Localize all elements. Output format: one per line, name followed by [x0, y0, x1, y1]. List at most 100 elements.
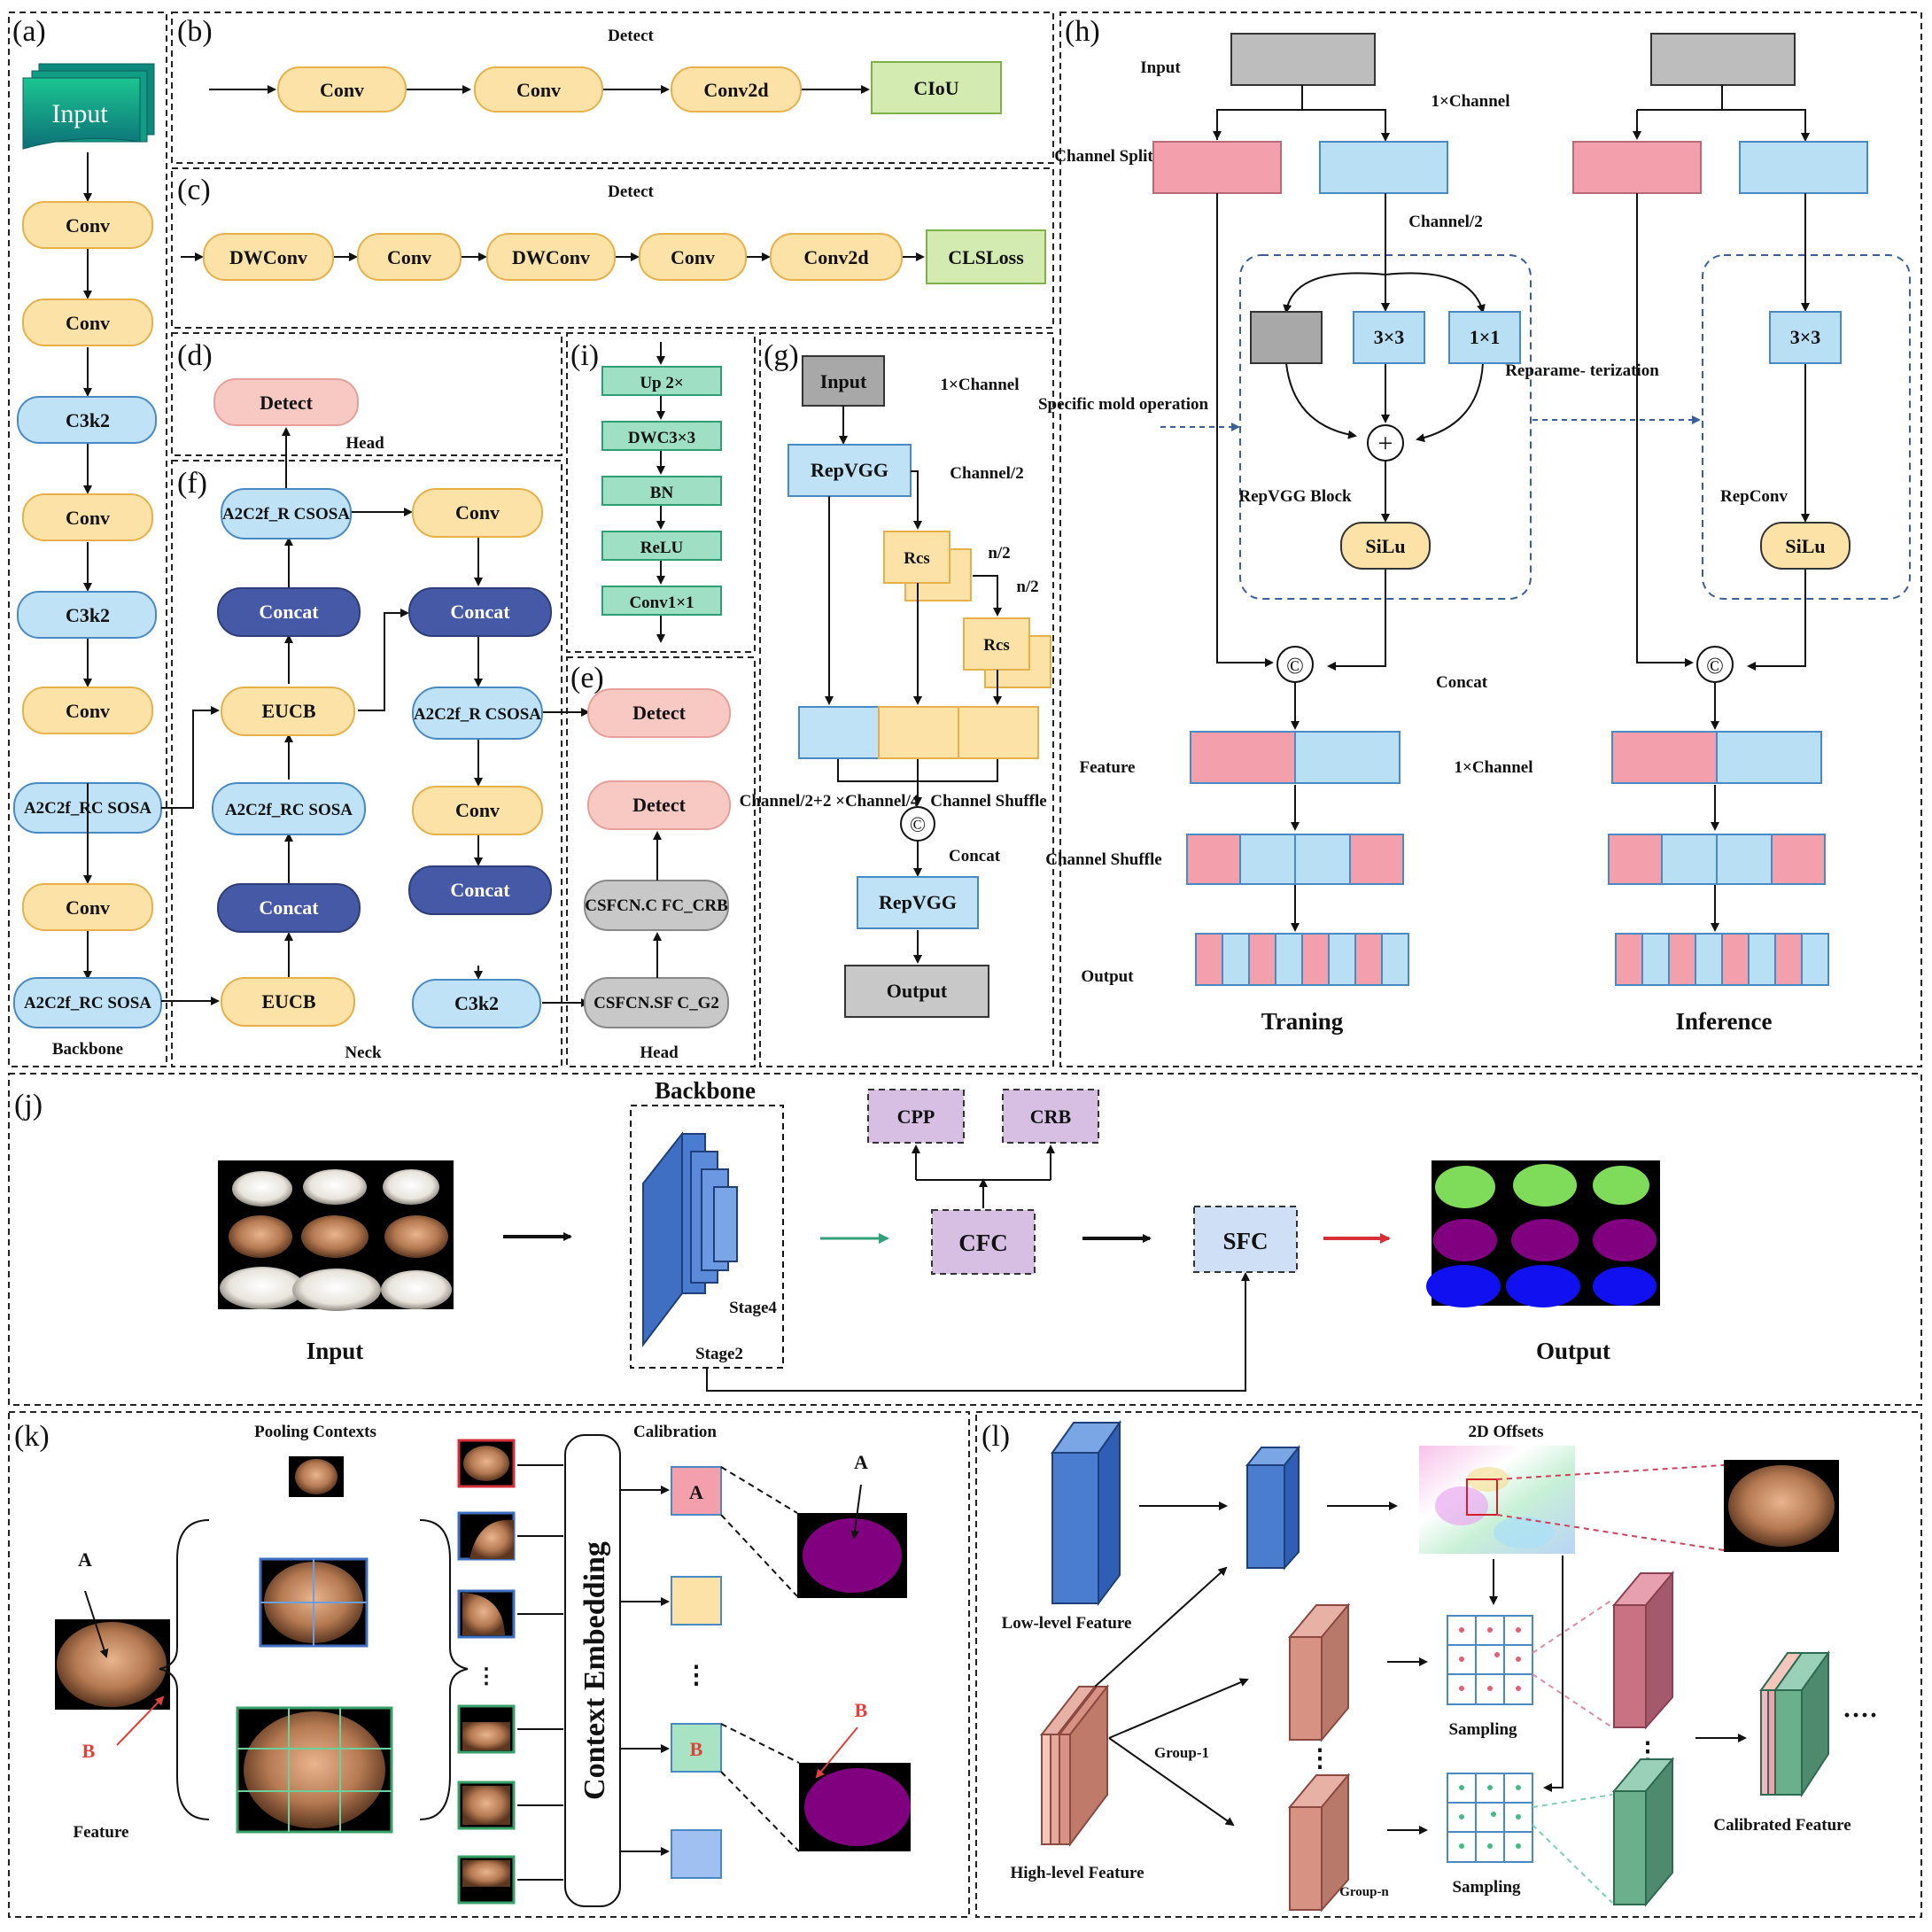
- panel-b: Detect Conv Conv Conv2d CIoU: [209, 27, 1002, 114]
- panel-h-inference: Inference: [1676, 1008, 1773, 1035]
- panel-l-high: High-level Feature: [1010, 1864, 1144, 1882]
- panel-g-rcs: Rcs: [983, 636, 1010, 655]
- panel-tag-e: (e): [570, 662, 604, 694]
- panel-c-node: Conv2d: [803, 246, 868, 268]
- panel-j-sfc: SFC: [1222, 1228, 1268, 1254]
- backbone-stage-blocks: [642, 1131, 738, 1347]
- neck-node: EUCB: [261, 990, 315, 1013]
- panel-j-crb: CRB: [1030, 1106, 1072, 1128]
- backbone-node: Conv: [66, 896, 110, 919]
- panel-h-k3: 3×3: [1790, 326, 1821, 348]
- panel-h-silu: SiLu: [1785, 535, 1825, 557]
- panel-g-left-label: Channel/2+2 ×Channel/4: [740, 792, 919, 811]
- panel-tag-l: (l): [982, 1420, 1010, 1453]
- backbone-input-label: Input: [51, 99, 108, 128]
- neck-node: EUCB: [261, 700, 315, 722]
- group-1-block: [1287, 1602, 1351, 1742]
- backbone-node: C3k2: [66, 604, 110, 626]
- panel-l-sampling: Sampling: [1452, 1878, 1521, 1897]
- panel-l-sampling: Sampling: [1448, 1720, 1517, 1739]
- neck-node: Conv: [455, 799, 500, 821]
- panel-h-channel-split: Channel Split: [1054, 147, 1153, 166]
- panel-e-node: CSFCN.C FC_CRB: [585, 896, 728, 915]
- panel-j-output: Output: [1536, 1338, 1610, 1364]
- panel-c-node: DWConv: [512, 246, 590, 268]
- input-egg-image: [218, 1160, 454, 1311]
- panel-h-k1: 1×1: [1470, 326, 1501, 348]
- panel-i-node: Conv1×1: [629, 594, 694, 612]
- panel-g-concat: Concat: [949, 847, 1001, 865]
- backbone-node: C3k2: [66, 409, 110, 431]
- neck-node: A2C2f_RC SOSA: [225, 801, 353, 819]
- panel-j-cfc: CFC: [958, 1230, 1008, 1256]
- panel-g: Input 1×Channel RepVGG Channel/2 Rcs n/2…: [740, 355, 1051, 1018]
- panel-l-low: Low-level Feature: [1002, 1614, 1132, 1633]
- panel-j-stage2: Stage2: [695, 1345, 743, 1363]
- panel-tags: (a) (b) (c) (d) (f) (i) (e) (g) (h) (j) …: [12, 15, 1100, 1453]
- context-patches: ⋮: [457, 1439, 516, 1905]
- panel-h-one-channel: 1×Channel: [1455, 758, 1533, 777]
- panel-tag-a: (a): [12, 15, 46, 48]
- neck-node: Conv: [455, 501, 500, 524]
- backbone-caption: Backbone: [52, 1040, 123, 1059]
- panel-b-node: Conv: [320, 79, 364, 101]
- panel-d-detect: Detect: [260, 392, 314, 414]
- panel-h-one-channel: 1×Channel: [1432, 92, 1510, 111]
- neck-node: A2C2f_R CSOSA: [414, 705, 541, 724]
- svg-text:+: +: [1378, 429, 1393, 458]
- panel-h-reparam: Reparame- terization: [1505, 361, 1659, 380]
- panel-k-calibration: Calibration: [633, 1423, 717, 1441]
- panel-k-b: B: [690, 1738, 703, 1760]
- panel-e: Detect Detect CSFCN.C FC_CRB CSFCN.SF C_…: [584, 688, 731, 1062]
- panel-g-n2: n/2: [1016, 578, 1038, 596]
- panel-c-node: DWConv: [229, 246, 307, 268]
- backbone-nodes: Conv Conv C3k2 Conv C3k2 Conv A2C2f_RC S…: [13, 201, 162, 1028]
- panel-h-silu: SiLu: [1365, 535, 1405, 557]
- backbone-node: Conv: [66, 312, 110, 334]
- panel-tag-h: (h): [1065, 15, 1100, 48]
- offset-map-image: [1419, 1446, 1575, 1554]
- svg-text:⋮: ⋮: [684, 1662, 709, 1689]
- panel-g-repvgg: RepVGG: [811, 459, 888, 481]
- panel-k-a: A: [78, 1548, 92, 1571]
- neck-node: C3k2: [454, 992, 499, 1014]
- svg-text:©: ©: [1706, 653, 1724, 679]
- panel-k-b: B: [82, 1740, 96, 1762]
- panel-j: Input Backbone Stage4 Stage2 CPP CRB CFC: [218, 1077, 1660, 1392]
- panel-k-a: A: [854, 1451, 868, 1473]
- panel-c: Detect DWConv Conv DWConv Conv Conv2d CL…: [181, 182, 1046, 284]
- panel-h-repvgg-block: RepVGG Block: [1238, 487, 1352, 506]
- panel-l-calibrated: Calibrated Feature: [1713, 1816, 1851, 1835]
- neck-node: Concat: [259, 896, 319, 919]
- panel-l: Low-level Feature 2D Offsets: [1002, 1419, 1878, 1913]
- offset-conv-block: [1245, 1445, 1301, 1571]
- panel-c-node: Conv: [387, 246, 431, 268]
- panel-g-input: Input: [820, 370, 867, 392]
- panel-h-input: Input: [1140, 58, 1181, 77]
- panel-tag-d: (d): [177, 339, 213, 372]
- panel-l-group1: Group-1: [1154, 1744, 1209, 1761]
- panel-k-b: B: [855, 1699, 868, 1721]
- panel-h-channel-half: Channel/2: [1408, 213, 1482, 231]
- neck-node: Concat: [259, 601, 319, 623]
- svg-text:©: ©: [1286, 653, 1304, 679]
- panel-h-k3: 3×3: [1374, 326, 1405, 348]
- group-n-block: [1287, 1773, 1351, 1913]
- panel-g-repvgg: RepVGG: [879, 891, 957, 913]
- calibrated-pink-block: [1611, 1571, 1675, 1730]
- panel-k-embedding: Context Embedding: [578, 1541, 611, 1800]
- svg-text:⋮: ⋮: [1307, 1745, 1332, 1773]
- panel-h-specific: Specific mold operation: [1038, 395, 1209, 414]
- panel-g-channel-half: Channel/2: [950, 464, 1023, 483]
- neck-panel: A2C2f_R CSOSA Concat EUCB A2C2f_RC SOSA …: [161, 427, 590, 1062]
- neck-node: A2C2f_R CSOSA: [222, 505, 350, 524]
- svg-text:©: ©: [910, 814, 926, 837]
- panel-g-one-channel: 1×Channel: [941, 376, 1020, 394]
- panel-i-node: ReLU: [640, 539, 684, 557]
- panel-j-backbone: Backbone: [655, 1077, 756, 1104]
- panel-d: Detect Head: [213, 378, 384, 453]
- panel-k-a: A: [689, 1481, 703, 1503]
- panel-h-concat: Concat: [1436, 673, 1488, 692]
- neck-node: Concat: [450, 601, 510, 623]
